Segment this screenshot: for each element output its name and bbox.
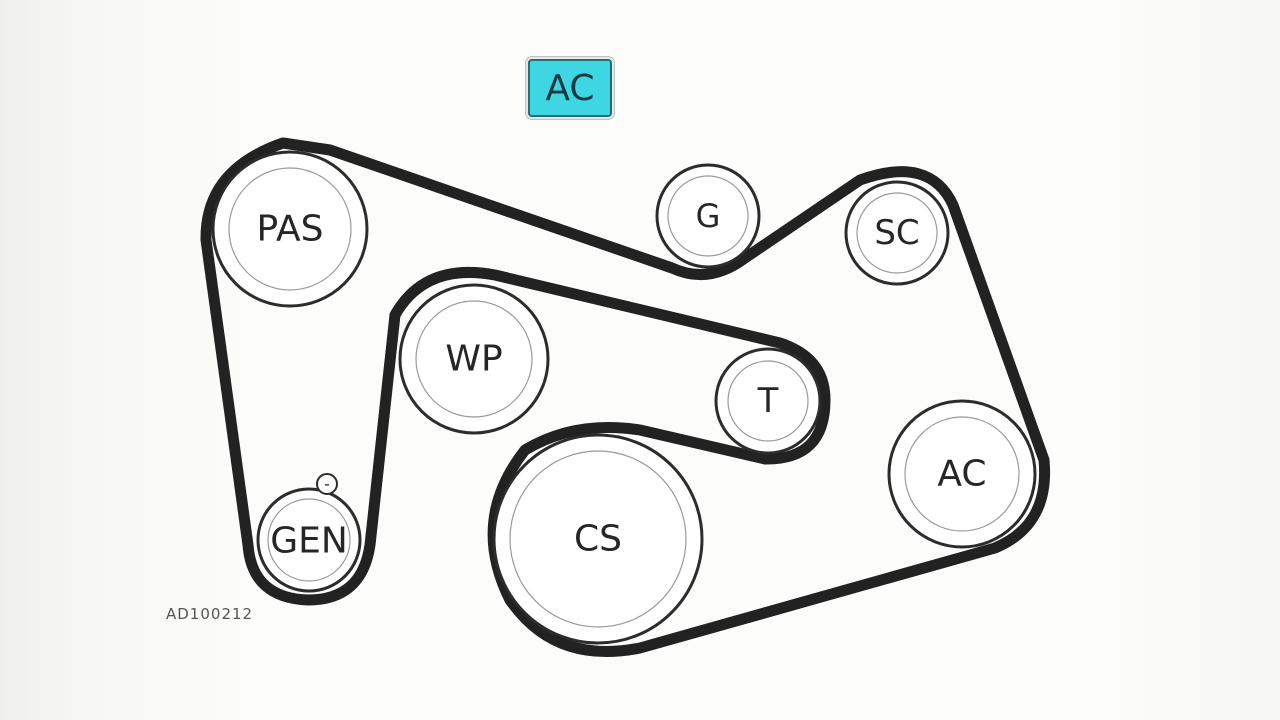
tensioner-marker: - bbox=[316, 473, 338, 495]
pulley-label-cs: CS bbox=[574, 519, 622, 560]
pulley-label-g: G bbox=[696, 197, 721, 235]
figure-code: AD100212 bbox=[166, 605, 254, 623]
pulley-g: G bbox=[655, 163, 761, 269]
pulley-sc: SC bbox=[844, 180, 950, 286]
pulley-ac: AC bbox=[887, 399, 1037, 549]
tensioner-mark: - bbox=[324, 475, 330, 494]
pulley-label-t: T bbox=[757, 381, 779, 421]
pulley-label-ac: AC bbox=[937, 454, 986, 495]
ac-highlight-button[interactable]: AC bbox=[528, 59, 612, 117]
pulley-wp: WP bbox=[398, 283, 550, 435]
ac-highlight-label: AC bbox=[545, 67, 595, 109]
pulley-t: T bbox=[714, 347, 822, 455]
pulley-gen: GEN bbox=[256, 487, 362, 593]
pulley-label-sc: SC bbox=[874, 213, 919, 253]
pulley-label-wp: WP bbox=[445, 339, 502, 380]
pulley-label-gen: GEN bbox=[270, 521, 348, 562]
pulley-label-pas: PAS bbox=[257, 209, 324, 250]
drive-belt bbox=[200, 137, 1051, 657]
pulley-pas: PAS bbox=[211, 150, 369, 308]
pulley-cs: CS bbox=[492, 433, 704, 645]
